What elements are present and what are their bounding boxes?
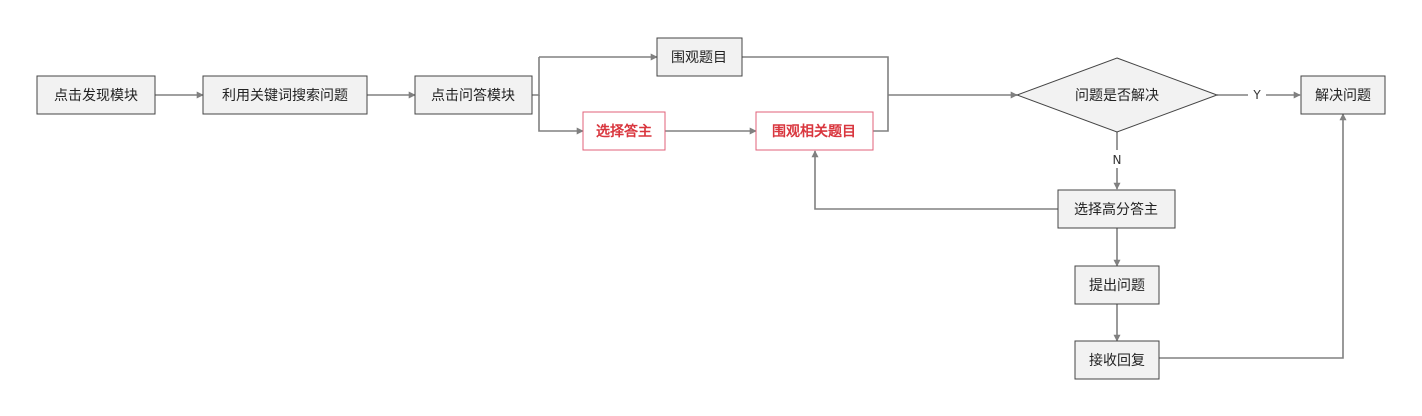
- connector-qa-split: [532, 57, 540, 96]
- node-keyword-search: 利用关键词搜索问题: [202, 75, 368, 115]
- node-ask-question-label: 提出问题: [1089, 278, 1145, 294]
- node-browse-related-label: 围观相关题目: [772, 123, 856, 140]
- node-browse-topics: 围观题目: [656, 37, 743, 77]
- node-browse-related: 围观相关题目: [755, 111, 874, 151]
- connector-receive-to-solve: [1158, 113, 1347, 359]
- connector-related-merge: [873, 95, 889, 132]
- node-browse-topics-label: 围观题目: [671, 50, 727, 66]
- connectors: [155, 53, 1347, 359]
- node-ask-question: 提出问题: [1074, 265, 1160, 305]
- node-keyword-search-label: 利用关键词搜索问题: [222, 87, 348, 104]
- connector-browse-topics-merge: [742, 56, 889, 95]
- node-choose-answerer: 选择答主: [582, 111, 666, 151]
- edge-label-no-group: N: [1108, 150, 1126, 168]
- node-resolved-decision-label: 问题是否解决: [1075, 88, 1159, 104]
- node-solve: 解决问题: [1300, 75, 1386, 115]
- node-qa-module: 点击问答模块: [414, 75, 533, 115]
- node-solve-label: 解决问题: [1315, 88, 1371, 104]
- edge-label-yes: Y: [1252, 88, 1261, 102]
- edge-label-no: N: [1113, 153, 1122, 167]
- node-receive-reply-label: 接收回复: [1089, 352, 1145, 369]
- node-choose-high-score: 选择高分答主: [1057, 189, 1176, 229]
- edge-label-yes-group: Y: [1248, 86, 1266, 104]
- node-discover-label: 点击发现模块: [54, 88, 138, 104]
- node-qa-module-label: 点击问答模块: [431, 87, 515, 104]
- node-resolved-decision: 问题是否解决: [1015, 57, 1219, 133]
- connector-high-score-to-related: [811, 150, 1058, 210]
- node-choose-high-score-label: 选择高分答主: [1074, 201, 1158, 218]
- node-discover: 点击发现模块: [36, 75, 156, 115]
- connector-to-choose-answerer: [538, 95, 584, 135]
- node-choose-answerer-label: 选择答主: [596, 123, 652, 140]
- node-receive-reply: 接收回复: [1074, 340, 1160, 380]
